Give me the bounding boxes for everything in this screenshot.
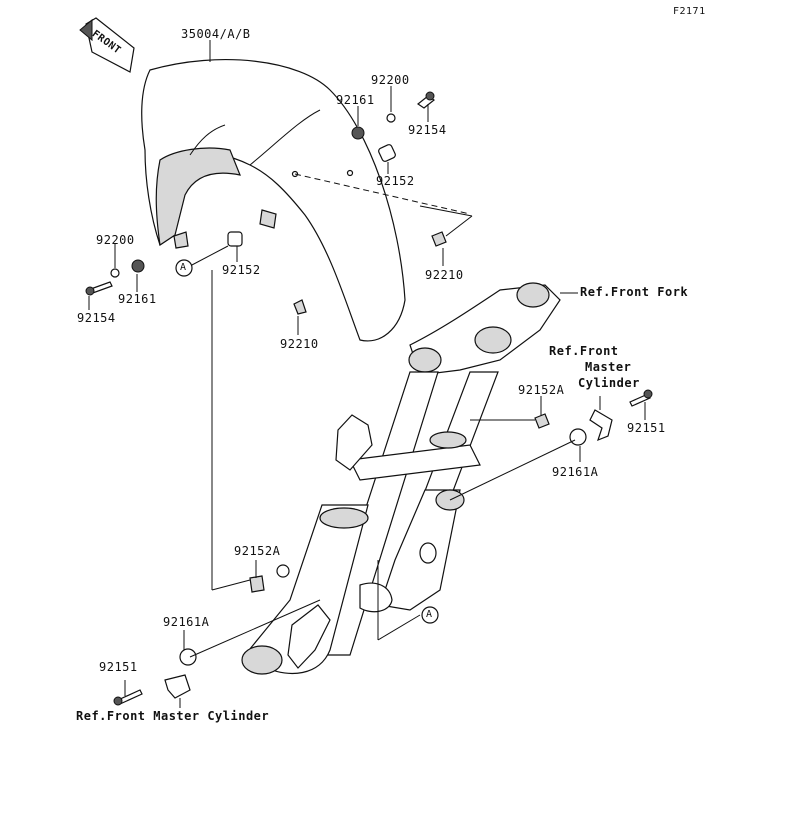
label-fender: 35004/A/B <box>181 27 251 41</box>
front-fender <box>141 58 406 342</box>
ref-point-a-marker <box>175 259 193 277</box>
label-grommet-left: 92200 <box>96 233 135 247</box>
fender-hardware-left <box>85 209 307 315</box>
ref-point-a-marker <box>421 606 439 624</box>
label-grommet-top: 92200 <box>371 73 410 87</box>
front-arrow-icon <box>79 17 135 73</box>
label-collar-a-right: 92152A <box>518 383 565 397</box>
front-fork-assembly <box>241 282 561 675</box>
label-clip-right: 92210 <box>425 268 464 282</box>
fork-hardware-left <box>113 564 290 706</box>
label-ref-mc-right-line3: Cylinder <box>578 376 640 390</box>
label-nut-a-right: 92161A <box>552 465 599 479</box>
label-bolt-right: 92151 <box>627 421 666 435</box>
label-ref-mc-right-line2: Master <box>585 360 632 374</box>
label-collar-top: 92152 <box>376 174 415 188</box>
ref-point-a-label: A <box>426 609 433 620</box>
label-ref-front-fork: Ref.Front Fork <box>580 285 689 299</box>
label-ref-mc-right-line1: Ref.Front <box>549 344 619 358</box>
label-bolt-top: 92154 <box>408 123 447 137</box>
label-collar-a-left: 92152A <box>234 544 281 558</box>
label-nut-top: 92161 <box>336 93 375 107</box>
label-clip-low: 92210 <box>280 337 319 351</box>
label-nut-left: 92161 <box>118 292 157 306</box>
fork-hardware-right <box>534 389 653 446</box>
fender-hardware-top <box>291 91 447 247</box>
label-collar-left: 92152 <box>222 263 261 277</box>
label-nut-a-left: 92161A <box>163 615 210 629</box>
label-bolt-left: 92154 <box>77 311 116 325</box>
ref-point-a-label: A <box>180 262 187 273</box>
label-ref-mc-left: Ref.Front Master Cylinder <box>76 709 270 723</box>
leader-lines <box>88 40 646 708</box>
figure-code: F2171 <box>673 6 706 17</box>
label-bolt-left-low: 92151 <box>99 660 138 674</box>
